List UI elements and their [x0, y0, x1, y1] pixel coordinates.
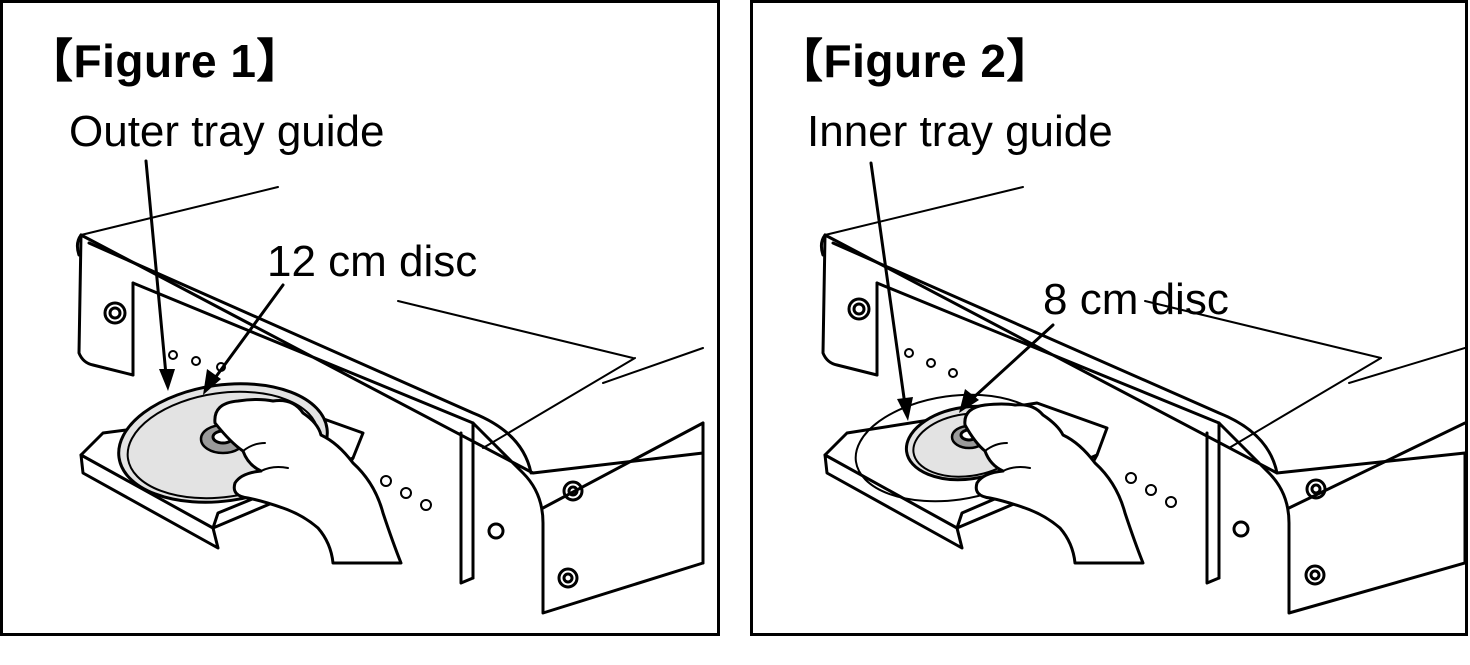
disc-12cm-label: 12 cm disc	[267, 237, 478, 286]
figure-1-title: 【Figure 1】	[27, 35, 303, 87]
figure-1-panel: 【Figure 1】 Outer tray guide 12 cm disc	[0, 0, 720, 636]
disc-8cm-label: 8 cm disc	[1043, 275, 1229, 324]
figure-2-title: 【Figure 2】	[777, 35, 1053, 87]
cd-player-12cm-illustration	[75, 159, 705, 615]
outer-tray-guide-label: Outer tray guide	[69, 107, 385, 156]
cd-player-8cm-illustration	[819, 161, 1465, 615]
inner-tray-guide-label: Inner tray guide	[807, 107, 1113, 156]
figure-2-panel: 【Figure 2】 Inner tray guide 8 cm disc	[750, 0, 1468, 636]
